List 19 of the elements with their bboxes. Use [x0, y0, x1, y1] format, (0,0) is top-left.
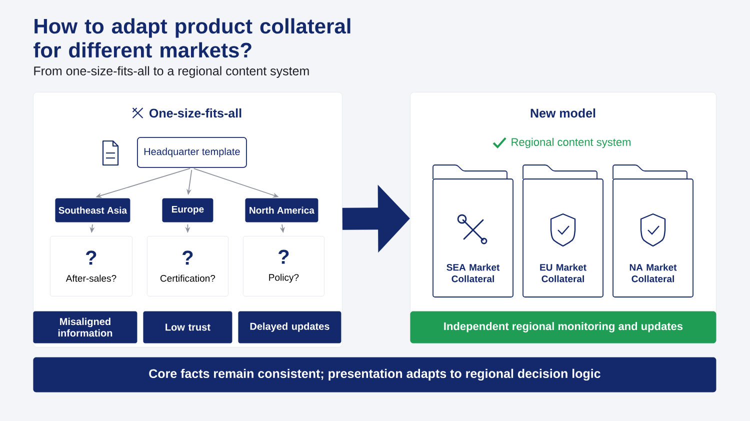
node-label: EU Market Collateral: [540, 264, 586, 282]
status-bar: Independent regional monitoring and updates: [410, 311, 716, 344]
subtitle: From one-size-fits-all to a regional content system: [34, 66, 309, 78]
title: How to adapt product collateral for different markets?: [34, 18, 350, 58]
issue-bar: Misaligned information: [33, 311, 138, 344]
region-tag: North America: [245, 198, 318, 222]
issue-bar: Low trust: [143, 311, 232, 344]
template-box: Headquarter template: [137, 137, 247, 168]
summary-banner: Core facts remain consistent; presentation adapts to regional decision logic: [33, 357, 716, 392]
region-tag: Southeast Asia: [55, 198, 130, 222]
region-tag: Europe: [162, 198, 214, 222]
node-label: NA Market Collateral: [630, 264, 677, 282]
question-card: ? Policy?: [243, 236, 324, 296]
question-card: ? After-sales?: [50, 236, 132, 296]
folder-card: EU Market Collateral: [522, 164, 604, 298]
folder-card: NA Market Collateral: [612, 164, 694, 298]
folder-card: SEA Market Collateral: [432, 164, 514, 298]
question-card: ? Certification?: [147, 236, 228, 296]
issue-bar: Delayed updates: [238, 311, 342, 344]
